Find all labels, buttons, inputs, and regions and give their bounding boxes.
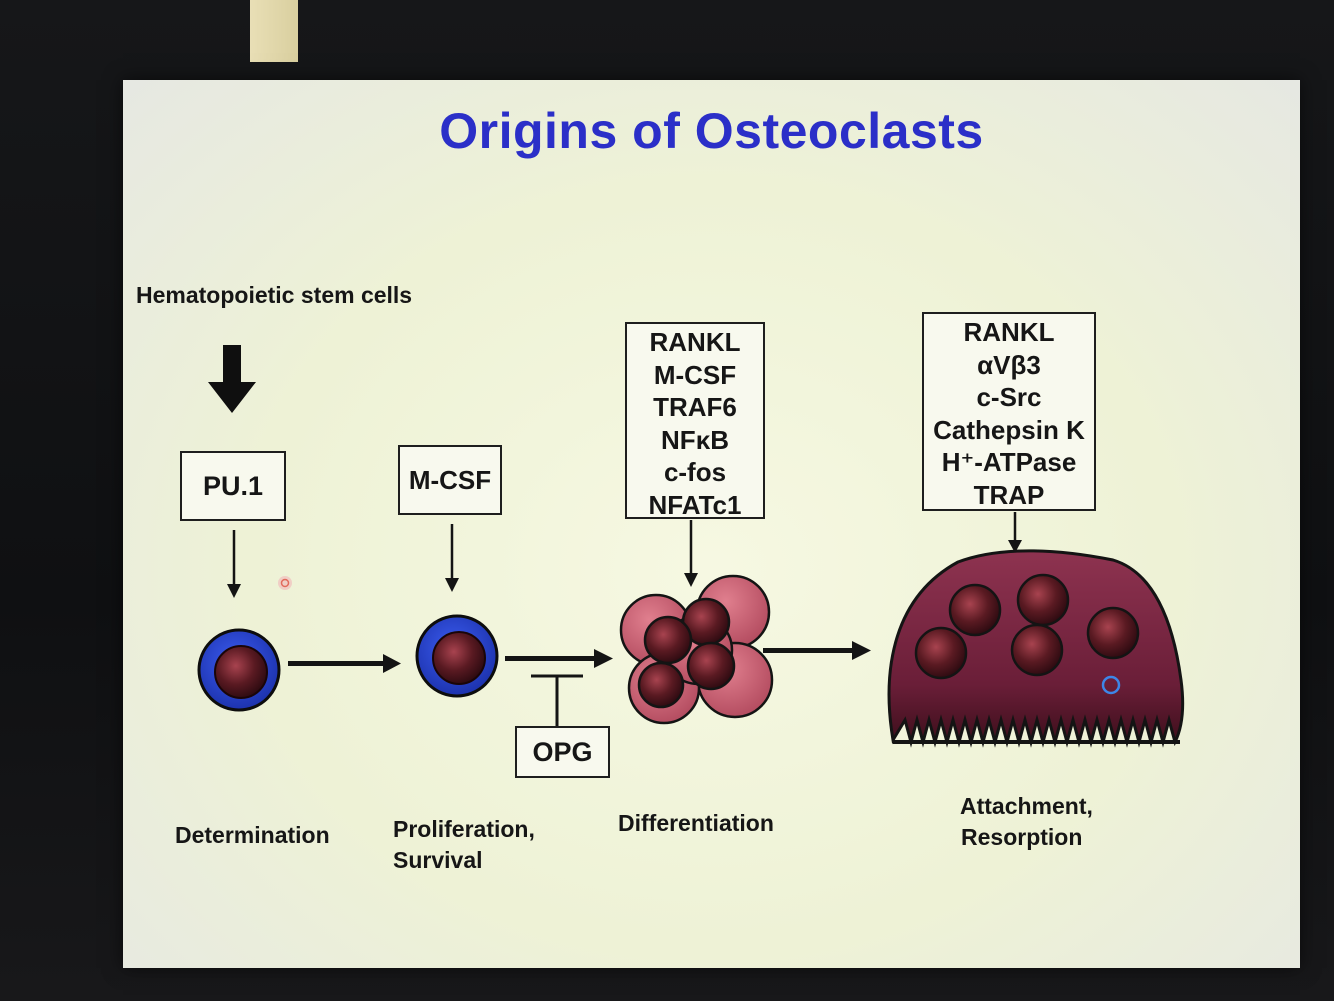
precursor-cell-2 — [415, 614, 499, 698]
stage-determination: Determination — [175, 822, 330, 848]
t-bar-inhibition-icon — [531, 674, 583, 726]
stage-differentiation: Differentiation — [618, 810, 774, 836]
mcsf-label: M-CSF — [408, 465, 492, 495]
paper-tab — [250, 0, 298, 62]
mature-osteoclast — [887, 549, 1185, 748]
opg-box: OPG — [515, 726, 610, 778]
source-label: Hematopoietic stem cells — [136, 282, 413, 308]
stage-proliferation-line1: Proliferation, — [393, 816, 535, 842]
factor-item: NFATc1 — [648, 489, 742, 520]
factor-item: TRAP — [973, 479, 1045, 510]
fusing-cell-cluster — [619, 574, 774, 725]
slide-title: Origins of Osteoclasts — [439, 103, 984, 159]
precursor-cell-1 — [197, 628, 281, 712]
factor-item: c-Src — [976, 382, 1042, 412]
factor-item: c-fos — [663, 457, 727, 487]
stage-proliferation-line2: Survival — [393, 847, 483, 873]
thick-down-arrow-icon — [208, 345, 256, 413]
factor-item: M-CSF — [653, 359, 737, 390]
factor-item: NFκB — [661, 424, 729, 455]
factor-item: TRAF6 — [653, 392, 737, 422]
stage-attachment-line1: Attachment, — [960, 793, 1093, 819]
pointer-dot — [278, 576, 292, 590]
factor-item: H⁺-ATPase — [941, 447, 1077, 477]
opg-label: OPG — [532, 737, 593, 767]
progression-arrows — [288, 641, 871, 673]
pu1-box: PU.1 — [180, 451, 286, 521]
differentiation-factor-box: RANKL M-CSF TRAF6 NFκB c-fos NFATc1 — [625, 322, 765, 520]
pu1-label: PU.1 — [202, 471, 264, 501]
mcsf-box: M-CSF — [398, 445, 502, 515]
factor-item: Cathepsin K — [933, 414, 1085, 445]
stage-attachment-line2: Resorption — [961, 824, 1083, 850]
connector-arrows — [227, 512, 1022, 598]
factor-item: RANKL — [649, 327, 741, 357]
diagram-graphics — [197, 345, 1185, 748]
slide: Origins of Osteoclasts — [123, 80, 1300, 968]
factor-item: RANKL — [963, 317, 1055, 347]
factor-item: αVβ3 — [977, 349, 1041, 380]
resorption-factor-box: RANKL αVβ3 c-Src Cathepsin K H⁺-ATPase T… — [922, 312, 1096, 511]
